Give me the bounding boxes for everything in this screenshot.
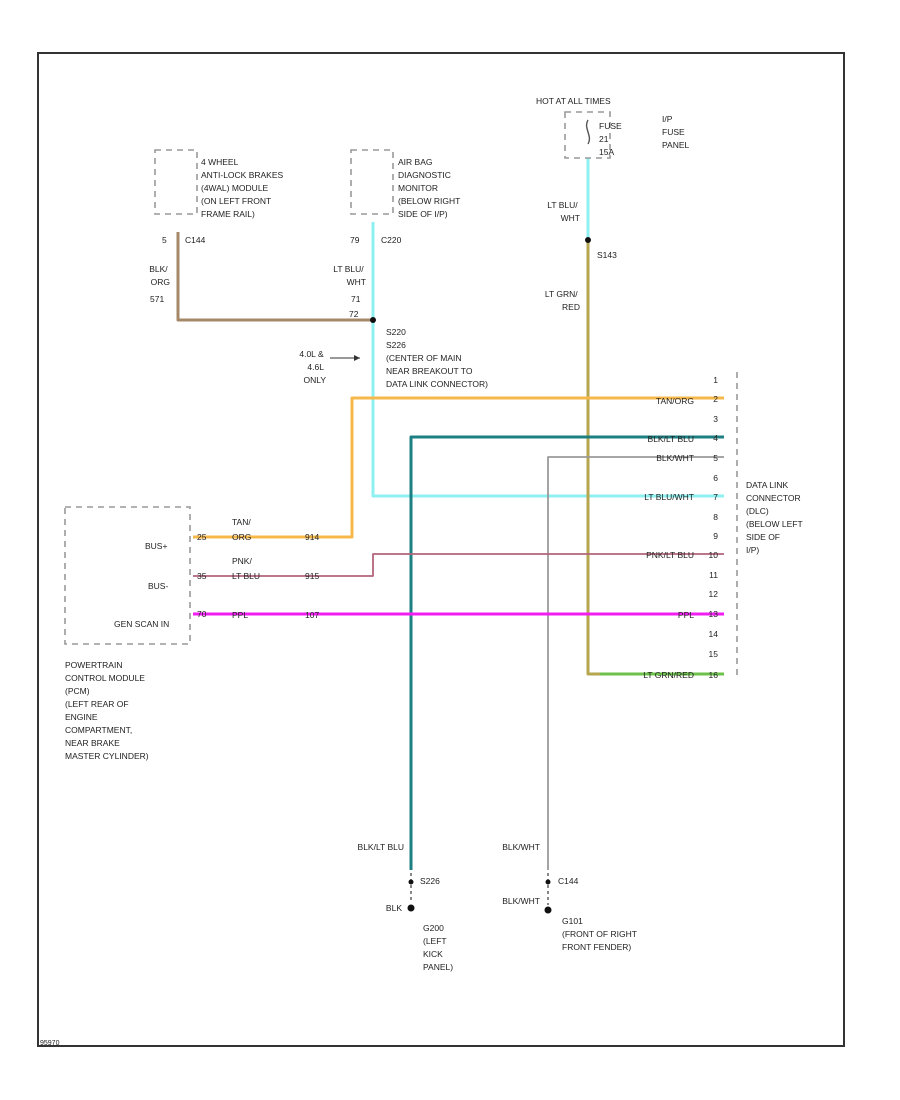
abs-module-label: 4 WHEEL ANTI-LOCK BRAKES (4WAL) MODULE (… <box>201 157 286 219</box>
option-note: 4.0L & 4.6L ONLY <box>299 349 326 385</box>
ground-b-wire-color: BLK/WHT <box>502 842 540 852</box>
dlc-pin: 10 <box>709 550 719 560</box>
ground-g101-node <box>544 906 552 914</box>
pcm-box <box>64 506 191 645</box>
splice-s220 <box>370 317 376 323</box>
pcm-circuit-b: 915 <box>305 571 319 581</box>
dlc-pin: 15 <box>709 649 719 659</box>
pcm-pin-a: 25 <box>197 532 207 542</box>
g101-label: G101 (FRONT OF RIGHT FRONT FENDER) <box>562 916 639 952</box>
wire-blk-org <box>176 232 372 322</box>
dlc-pin: 9 <box>713 531 718 541</box>
power-wire-color: LT GRN/ RED <box>545 289 580 312</box>
dlc-pin: 13 <box>709 609 719 619</box>
fuse-box <box>564 111 611 159</box>
dlc-pin: 12 <box>709 589 719 599</box>
pcm-pin-c: 70 <box>197 609 207 619</box>
pcm-circuit-a: 914 <box>305 532 319 542</box>
s143-label: S143 <box>597 250 617 260</box>
wire-tan-org <box>193 396 724 539</box>
option-arrow-head <box>354 355 360 361</box>
ground-a-wire-color: BLK/LT BLU <box>358 842 404 852</box>
dlc-pin: 4 <box>713 433 718 443</box>
airbag-monitor-label: AIR BAG DIAGNOSTIC MONITOR (BELOW RIGHT … <box>398 157 463 219</box>
abs-wire-color: BLK/ ORG <box>149 264 170 287</box>
wire-blk-lt-blu <box>409 435 724 870</box>
dlc-wire-5: BLK/WHT <box>656 453 694 463</box>
dlc-wire-13: PPL <box>678 610 694 620</box>
pcm-circuit-c: 107 <box>305 610 319 620</box>
dlc-pin: 6 <box>713 473 718 483</box>
fuse-wire-color: LT BLU/ WHT <box>547 200 580 223</box>
wire-lt-blu-wht-airbag <box>371 222 724 498</box>
dlc-pin: 5 <box>713 453 718 463</box>
dlc-pin: 8 <box>713 512 718 522</box>
abs-circuit: 571 <box>150 294 164 304</box>
dlc-pin: 16 <box>709 670 719 680</box>
dlc-label: DATA LINK CONNECTOR (DLC) (BELOW LEFT SI… <box>746 480 805 555</box>
pcm-pin-bus-minus: BUS- <box>148 581 168 591</box>
dlc-wire-4: BLK/LT BLU <box>648 434 694 444</box>
diagram-id: 95970 <box>40 1040 60 1047</box>
dlc-wire-2: TAN/ORG <box>656 396 694 406</box>
dlc-wire-7: LT BLU/WHT <box>644 492 694 502</box>
c220-label: C220 <box>381 235 402 245</box>
ground-b-splice: C144 <box>558 876 579 886</box>
ground-a-splice: S226 <box>420 876 440 886</box>
ground-b-bottom-color: BLK/WHT <box>502 896 540 906</box>
pcm-wire-a-color: TAN/ ORG <box>232 517 253 542</box>
s220-label: S220 <box>386 327 406 337</box>
wire-pnk-lt-blu <box>193 553 724 577</box>
splice-note: S226 (CENTER OF MAIN NEAR BREAKOUT TO DA… <box>386 340 488 389</box>
pcm-wire-b-color: PNK/ LT BLU <box>232 556 260 581</box>
dlc-wire-16: LT GRN/RED <box>643 670 694 680</box>
c144-label: C144 <box>185 235 206 245</box>
airbag-monitor-box <box>350 149 394 215</box>
pcm-pin-gen-scan: GEN SCAN IN <box>114 619 169 629</box>
pin-71: 71 <box>351 294 361 304</box>
fuse-symbol <box>585 119 591 145</box>
wire-blk-wht <box>547 456 724 870</box>
pcm-pin-bus-plus: BUS+ <box>145 541 167 551</box>
pcm-pin-b: 35 <box>197 571 207 581</box>
c220-pin: 79 <box>350 235 360 245</box>
c144-pin: 5 <box>162 235 167 245</box>
dlc-wire-10: PNK/LT BLU <box>646 550 694 560</box>
ground-g200-node <box>407 904 415 912</box>
dlc-pin-numbers: 1 2 3 4 5 6 7 8 9 10 11 12 13 14 15 16 <box>709 375 719 680</box>
airbag-wire-color: LT BLU/ WHT <box>333 264 366 287</box>
splice-s143 <box>585 237 591 243</box>
pcm-label: POWERTRAIN CONTROL MODULE (PCM) (LEFT RE… <box>65 660 149 761</box>
abs-module-box <box>154 149 198 215</box>
dlc-pin: 14 <box>709 629 719 639</box>
dlc-pin: 1 <box>713 375 718 385</box>
dlc-pin: 2 <box>713 394 718 404</box>
g200-label: G200 (LEFT KICK PANEL) <box>423 923 453 972</box>
ip-fuse-panel-label: I/P FUSE PANEL <box>662 114 690 150</box>
pin-72: 72 <box>349 309 359 319</box>
pcm-wire-c-color: PPL <box>232 610 248 620</box>
dlc-pin: 3 <box>713 414 718 424</box>
dlc-pin: 7 <box>713 492 718 502</box>
ground-a-bottom-color: BLK <box>386 903 402 913</box>
dlc-pin: 11 <box>709 570 718 580</box>
diagram-frame <box>37 52 845 1047</box>
fuse-label: FUSE 21 15A <box>599 121 624 157</box>
power-label: HOT AT ALL TIMES <box>536 96 611 106</box>
